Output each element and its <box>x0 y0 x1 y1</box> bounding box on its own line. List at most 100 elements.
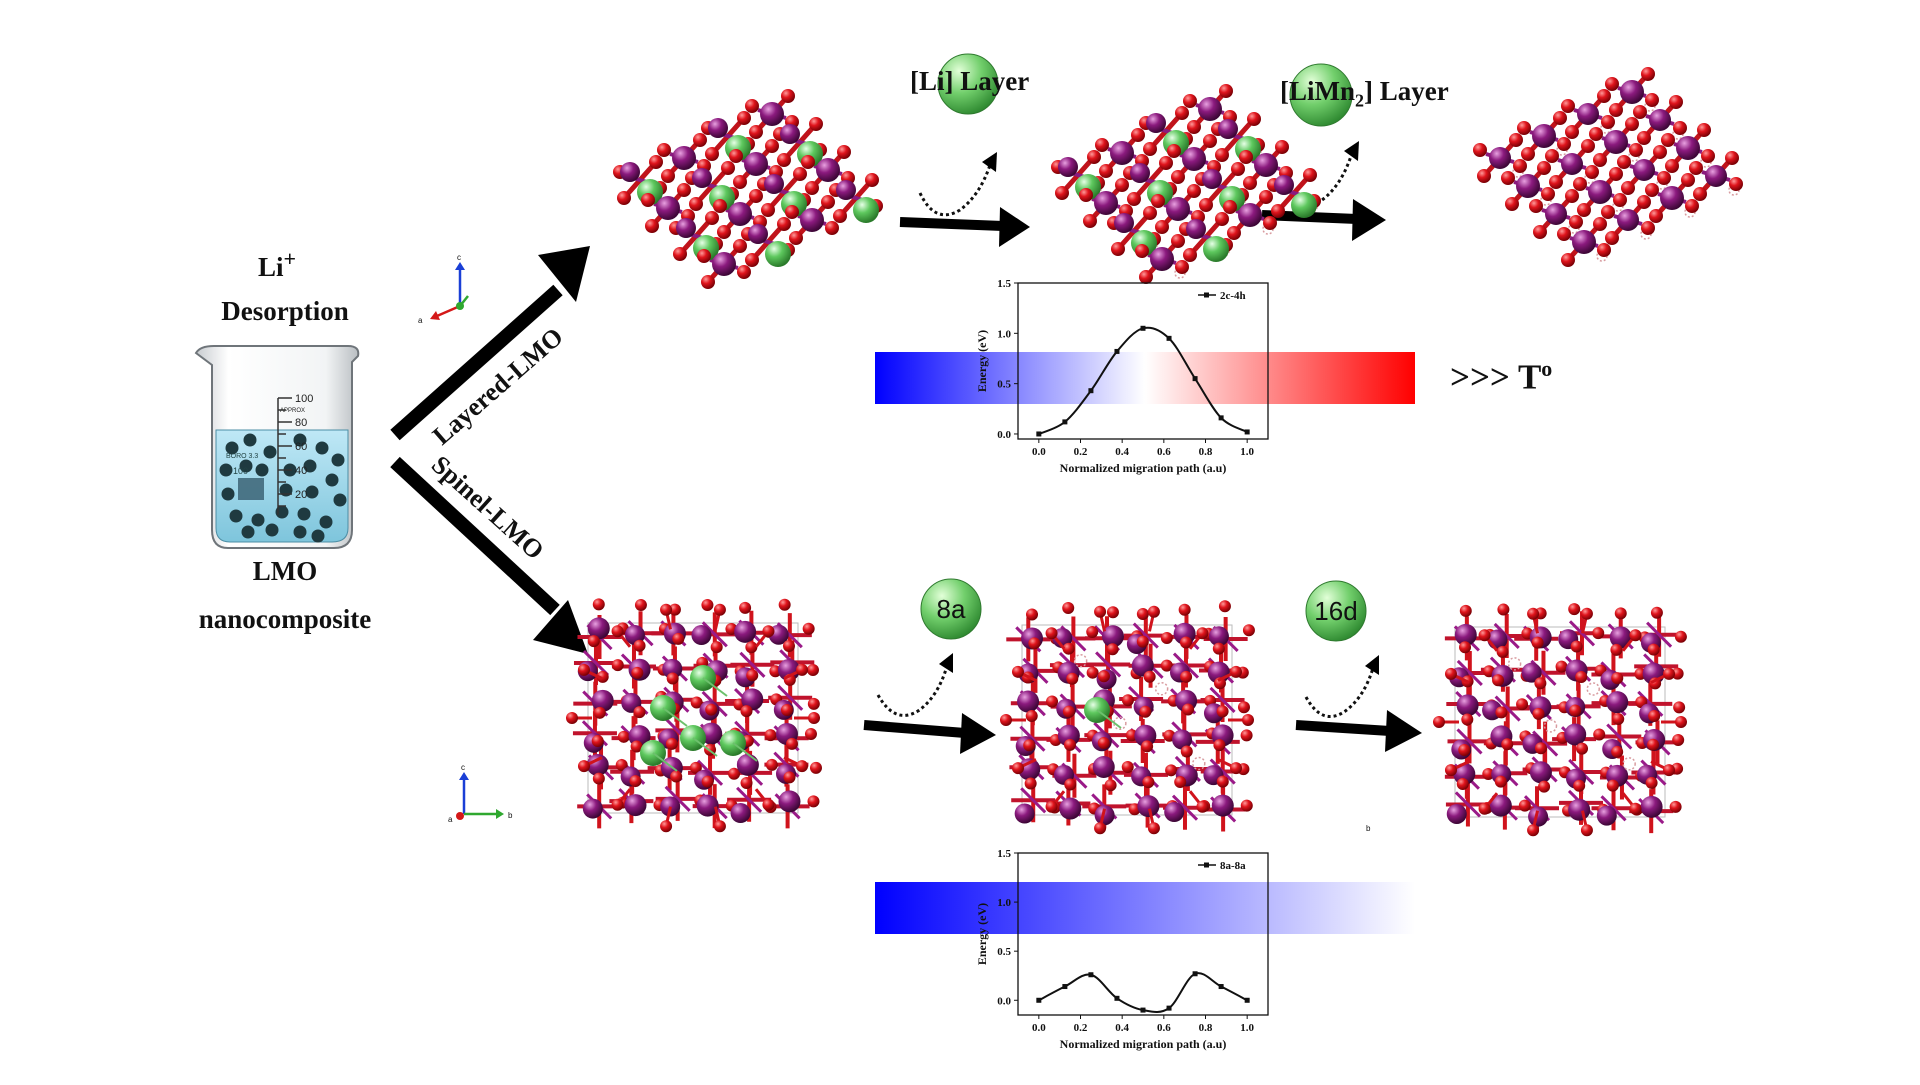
oxygen-atom <box>1083 214 1097 228</box>
data-point <box>1218 415 1224 421</box>
oxygen-atom <box>806 663 819 676</box>
x-axis-label: Normalized migration path (a.u) <box>1060 1037 1227 1051</box>
oxygen-atom <box>1545 149 1559 163</box>
extraction-arrow-layered-2 <box>1282 141 1359 207</box>
oxygen-atom <box>1611 745 1624 758</box>
data-point <box>1244 997 1250 1003</box>
x-tick-label: 0.6 <box>1157 446 1171 458</box>
oxygen-atom <box>1045 627 1058 640</box>
manganese-atom <box>1572 230 1596 254</box>
oxygen-atom <box>1242 714 1254 726</box>
temperature-label: >>> To <box>1450 356 1552 398</box>
oxygen-atom <box>673 247 687 261</box>
oxygen-atom <box>1538 780 1551 793</box>
oxygen-atom <box>717 225 731 239</box>
oxygen-atom <box>1637 195 1651 209</box>
manganese-atom <box>712 252 736 276</box>
oxygen-atom <box>1062 642 1075 655</box>
oxygen-atom <box>809 117 823 131</box>
data-point <box>1062 984 1068 990</box>
oxygen-atom <box>1671 667 1684 680</box>
beaker-icon: 100 APPROX 80 60 40 20 BORO 3.3 100 <box>194 345 360 549</box>
vacancy-site <box>1586 682 1600 696</box>
data-point <box>1218 984 1224 990</box>
oxygen-atom <box>1213 739 1226 752</box>
oxygen-atom <box>1066 672 1079 685</box>
oxygen-atom <box>1580 824 1593 837</box>
oxygen-atom <box>1575 671 1588 684</box>
manganese-atom <box>620 162 640 182</box>
unit-cell-outline <box>587 622 799 814</box>
oxygen-atom <box>1617 155 1631 169</box>
oxygen-atom <box>1593 728 1606 741</box>
oxygen-atom <box>591 735 604 748</box>
oxygen-atom <box>1097 670 1110 683</box>
y-tick-label: 0.5 <box>997 379 1011 391</box>
crystal-layered-li-removed <box>1051 84 1321 284</box>
y-tick-label: 0.5 <box>997 946 1011 958</box>
legend-marker <box>1204 292 1209 298</box>
oxygen-atom <box>592 772 605 785</box>
bond-li <box>662 707 688 727</box>
manganese-atom <box>1202 169 1222 189</box>
oxygen-atom <box>1062 705 1075 718</box>
oxygen-atom <box>1444 667 1457 680</box>
manganese-atom <box>587 617 610 640</box>
extraction-arrow-spinel-1 <box>876 653 953 717</box>
vacancy-site <box>1154 681 1169 696</box>
oxygen-atom <box>1569 215 1583 229</box>
manganese-atom <box>1649 109 1671 131</box>
oxygen-atom <box>660 820 673 833</box>
oxygen-atom <box>1601 205 1615 219</box>
beaker-particle <box>305 485 319 499</box>
oxygen-atom <box>701 275 715 289</box>
manganese-atom <box>586 754 609 777</box>
beaker-particle <box>311 529 325 543</box>
oxygen-atom <box>802 622 815 635</box>
manganese-atom <box>691 625 712 646</box>
manganese-atom <box>816 158 840 182</box>
extraction-arrow-layered-1 <box>918 152 997 217</box>
oxygen-atom <box>1648 710 1661 723</box>
oxygen-atom <box>1227 226 1241 240</box>
beaker-mark-80: 80 <box>295 417 307 429</box>
limn2-layer-label: [LiMn2] Layer <box>1280 76 1449 111</box>
manganese-atom <box>1676 136 1700 160</box>
bond-li <box>652 752 678 772</box>
legend-label: 2c-4h <box>1220 290 1246 302</box>
oxygen-atom <box>1459 604 1472 617</box>
legend-label: 8a-8a <box>1220 860 1246 872</box>
manganese-atom <box>1110 141 1134 165</box>
oxygen-atom <box>807 795 820 808</box>
y-axis-label: Energy (eV) <box>975 330 989 392</box>
axis-c-label-bottom: c <box>461 763 465 772</box>
beaker-particle <box>239 459 253 473</box>
oxygen-atom <box>617 730 630 743</box>
manganese-atom <box>1274 175 1294 195</box>
manganese-atom <box>708 118 728 138</box>
oxygen-atom <box>1230 665 1243 678</box>
oxygen-atom <box>1139 705 1152 718</box>
crystal-layered-limn2-removed <box>1473 67 1743 267</box>
oxygen-atom <box>1610 643 1623 656</box>
manganese-atom <box>836 180 856 200</box>
oxygen-atom <box>566 712 578 724</box>
beaker-particle <box>251 513 265 527</box>
oxygen-atom <box>1171 234 1185 248</box>
manganese-atom <box>1596 805 1617 826</box>
oxygen-atom <box>1183 94 1197 108</box>
ion-symbol: Li <box>258 252 284 282</box>
oxygen-atom <box>728 767 741 780</box>
manganese-atom <box>741 688 764 711</box>
oxygen-atom <box>1653 145 1667 159</box>
beaker-capacity-text: 100 <box>233 466 248 476</box>
y-tick-label: 1.5 <box>997 848 1011 860</box>
y-tick-label: 1.5 <box>997 278 1011 290</box>
oxygen-atom <box>1661 133 1675 147</box>
oxygen-atom <box>745 99 759 113</box>
oxygen-atom <box>1165 764 1178 777</box>
oxygen-atom <box>796 663 809 676</box>
oxygen-atom <box>649 155 663 169</box>
